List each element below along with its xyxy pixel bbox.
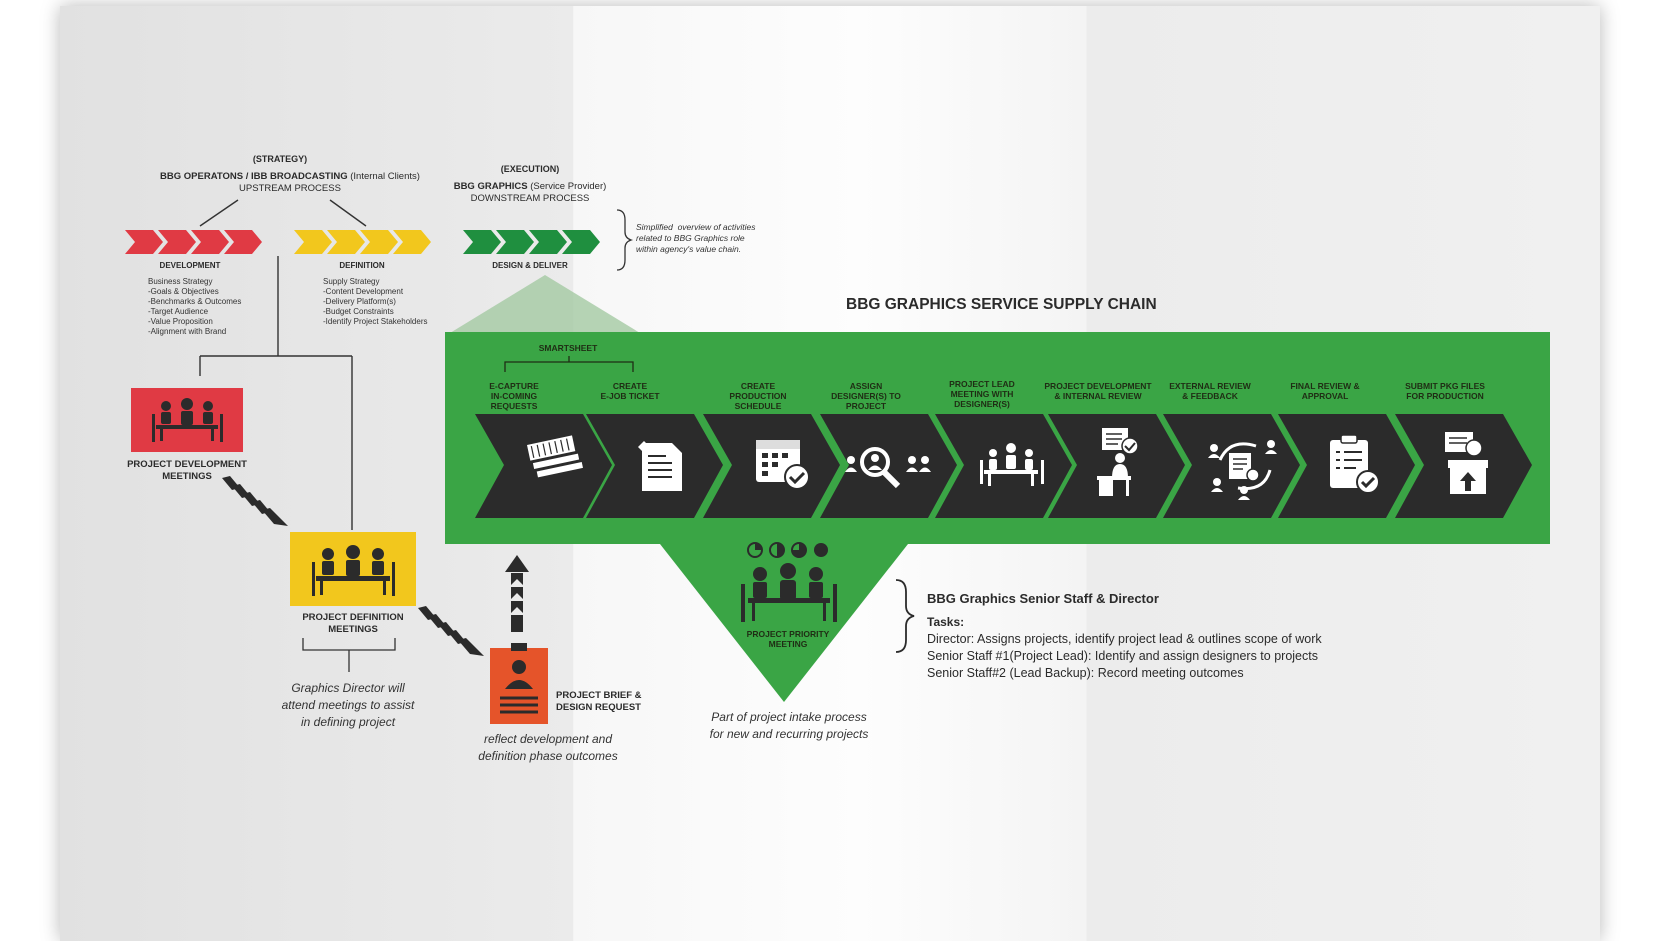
phase-label-design-deliver: DESIGN & DELIVER (492, 261, 568, 270)
staff-brace (895, 579, 915, 653)
clipboard-check-icon (1330, 434, 1380, 494)
director-caption: Graphics Director will attend meetings t… (281, 681, 415, 729)
definition-chevrons (294, 230, 431, 254)
priority-caption: Part of project intake process for new a… (709, 710, 869, 741)
phase-label-development: DEVELOPMENT (159, 261, 221, 270)
package-upload-icon (1445, 432, 1488, 494)
step-label-development-review: PROJECT DEVELOPMENT & INTERNAL REVIEW (1044, 381, 1152, 401)
def-to-brief-arrow (418, 606, 484, 656)
note-brace (616, 209, 634, 271)
step-label-schedule: CREATE PRODUCTION SCHEDULE (729, 381, 787, 411)
documents-stack-icon (527, 435, 583, 478)
definition-meeting-label: PROJECT DEFINITION MEETINGS (302, 612, 404, 635)
review-cycle-icon (1208, 440, 1277, 500)
staff-task-director: Director: Assigns projects, identify pro… (927, 632, 1322, 646)
staff-task-lead: Senior Staff #1(Project Lead): Identify … (927, 649, 1318, 663)
strategy-title-bold: BBG OPERATONS / IBB BROADCASTING (160, 171, 348, 182)
definition-bracket (302, 638, 396, 651)
document-ticket-icon (638, 441, 682, 491)
header-connectors (199, 199, 367, 227)
step-label-lead-meeting: PROJECT LEAD MEETING WITH DESIGNER(S) (949, 379, 1015, 409)
step-label-capture: E-CAPTURE IN-COMING REQUESTS (489, 381, 539, 411)
development-chevrons (125, 230, 262, 254)
definition-items: Supply Strategy -Content Development -De… (323, 277, 428, 326)
priority-funnel (660, 544, 908, 702)
brief-caption: reflect development and definition phase… (478, 732, 618, 763)
strategy-title: BBG OPERATONS / IBB BROADCASTING (Intern… (130, 171, 450, 182)
development-meeting-icon (152, 398, 223, 442)
projection-wedge (450, 275, 640, 333)
definition-meeting-icon (312, 545, 395, 596)
staff-title: BBG Graphics Senior Staff & Director (927, 591, 1159, 606)
smartsheet-label: SMARTSHEET (538, 343, 598, 353)
step-label-assign: ASSIGN DESIGNER(S) TO PROJECT (831, 381, 901, 411)
execution-title: BBG GRAPHICS (Service Provider) (420, 181, 640, 192)
value-chain-note: Simplified overview of activities relate… (636, 222, 756, 254)
step-label-final-review: FINAL REVIEW & APPROVAL (1290, 381, 1360, 401)
brief-label: PROJECT BRIEF & DESIGN REQUEST (556, 690, 642, 713)
execution-title-bold: BBG GRAPHICS (453, 181, 528, 192)
person-at-desk-icon (1097, 428, 1139, 496)
priority-meeting-label: PROJECT PRIORITY MEETING (746, 629, 830, 649)
step-label-submit: SUBMIT PKG FILES FOR PRODUCTION (1405, 381, 1485, 401)
project-brief-document-icon (490, 643, 548, 724)
strategy-title-rest: (Internal Clients) (350, 171, 420, 182)
brief-to-chain-arrow (505, 555, 529, 632)
supply-chain-chevrons (475, 414, 1532, 518)
design-deliver-chevrons (463, 230, 600, 254)
step-label-job-ticket: CREATE E-JOB TICKET (600, 381, 660, 401)
staff-tasks-label: Tasks: (927, 615, 965, 629)
staff-task-backup: Senior Staff#2 (Lead Backup): Record mee… (927, 666, 1244, 680)
upstream-tree-lines (199, 256, 353, 530)
execution-tag: (EXECUTION) (500, 164, 560, 174)
strategy-tag: (STRATEGY) (252, 154, 308, 164)
development-meeting-label: PROJECT DEVELOPMENT MEETINGS (127, 459, 247, 482)
meeting-table-icon (980, 443, 1044, 486)
priority-meeting-icon (741, 542, 837, 622)
dev-to-def-arrow (222, 476, 288, 526)
development-items: Business Strategy -Goals & Objectives -B… (148, 277, 242, 336)
execution-subtitle: DOWNSTREAM PROCESS (470, 193, 590, 204)
execution-title-rest: (Service Provider) (530, 181, 607, 192)
supply-chain-title: BBG GRAPHICS SERVICE SUPPLY CHAIN (846, 296, 1157, 313)
magnifier-people-icon (845, 447, 931, 489)
step-label-external-review: EXTERNAL REVIEW & FEEDBACK (1169, 381, 1251, 401)
strategy-subtitle: UPSTREAM PROCESS (239, 183, 341, 194)
phase-label-definition: DEFINITION (339, 261, 385, 270)
calendar-check-icon (756, 440, 810, 490)
